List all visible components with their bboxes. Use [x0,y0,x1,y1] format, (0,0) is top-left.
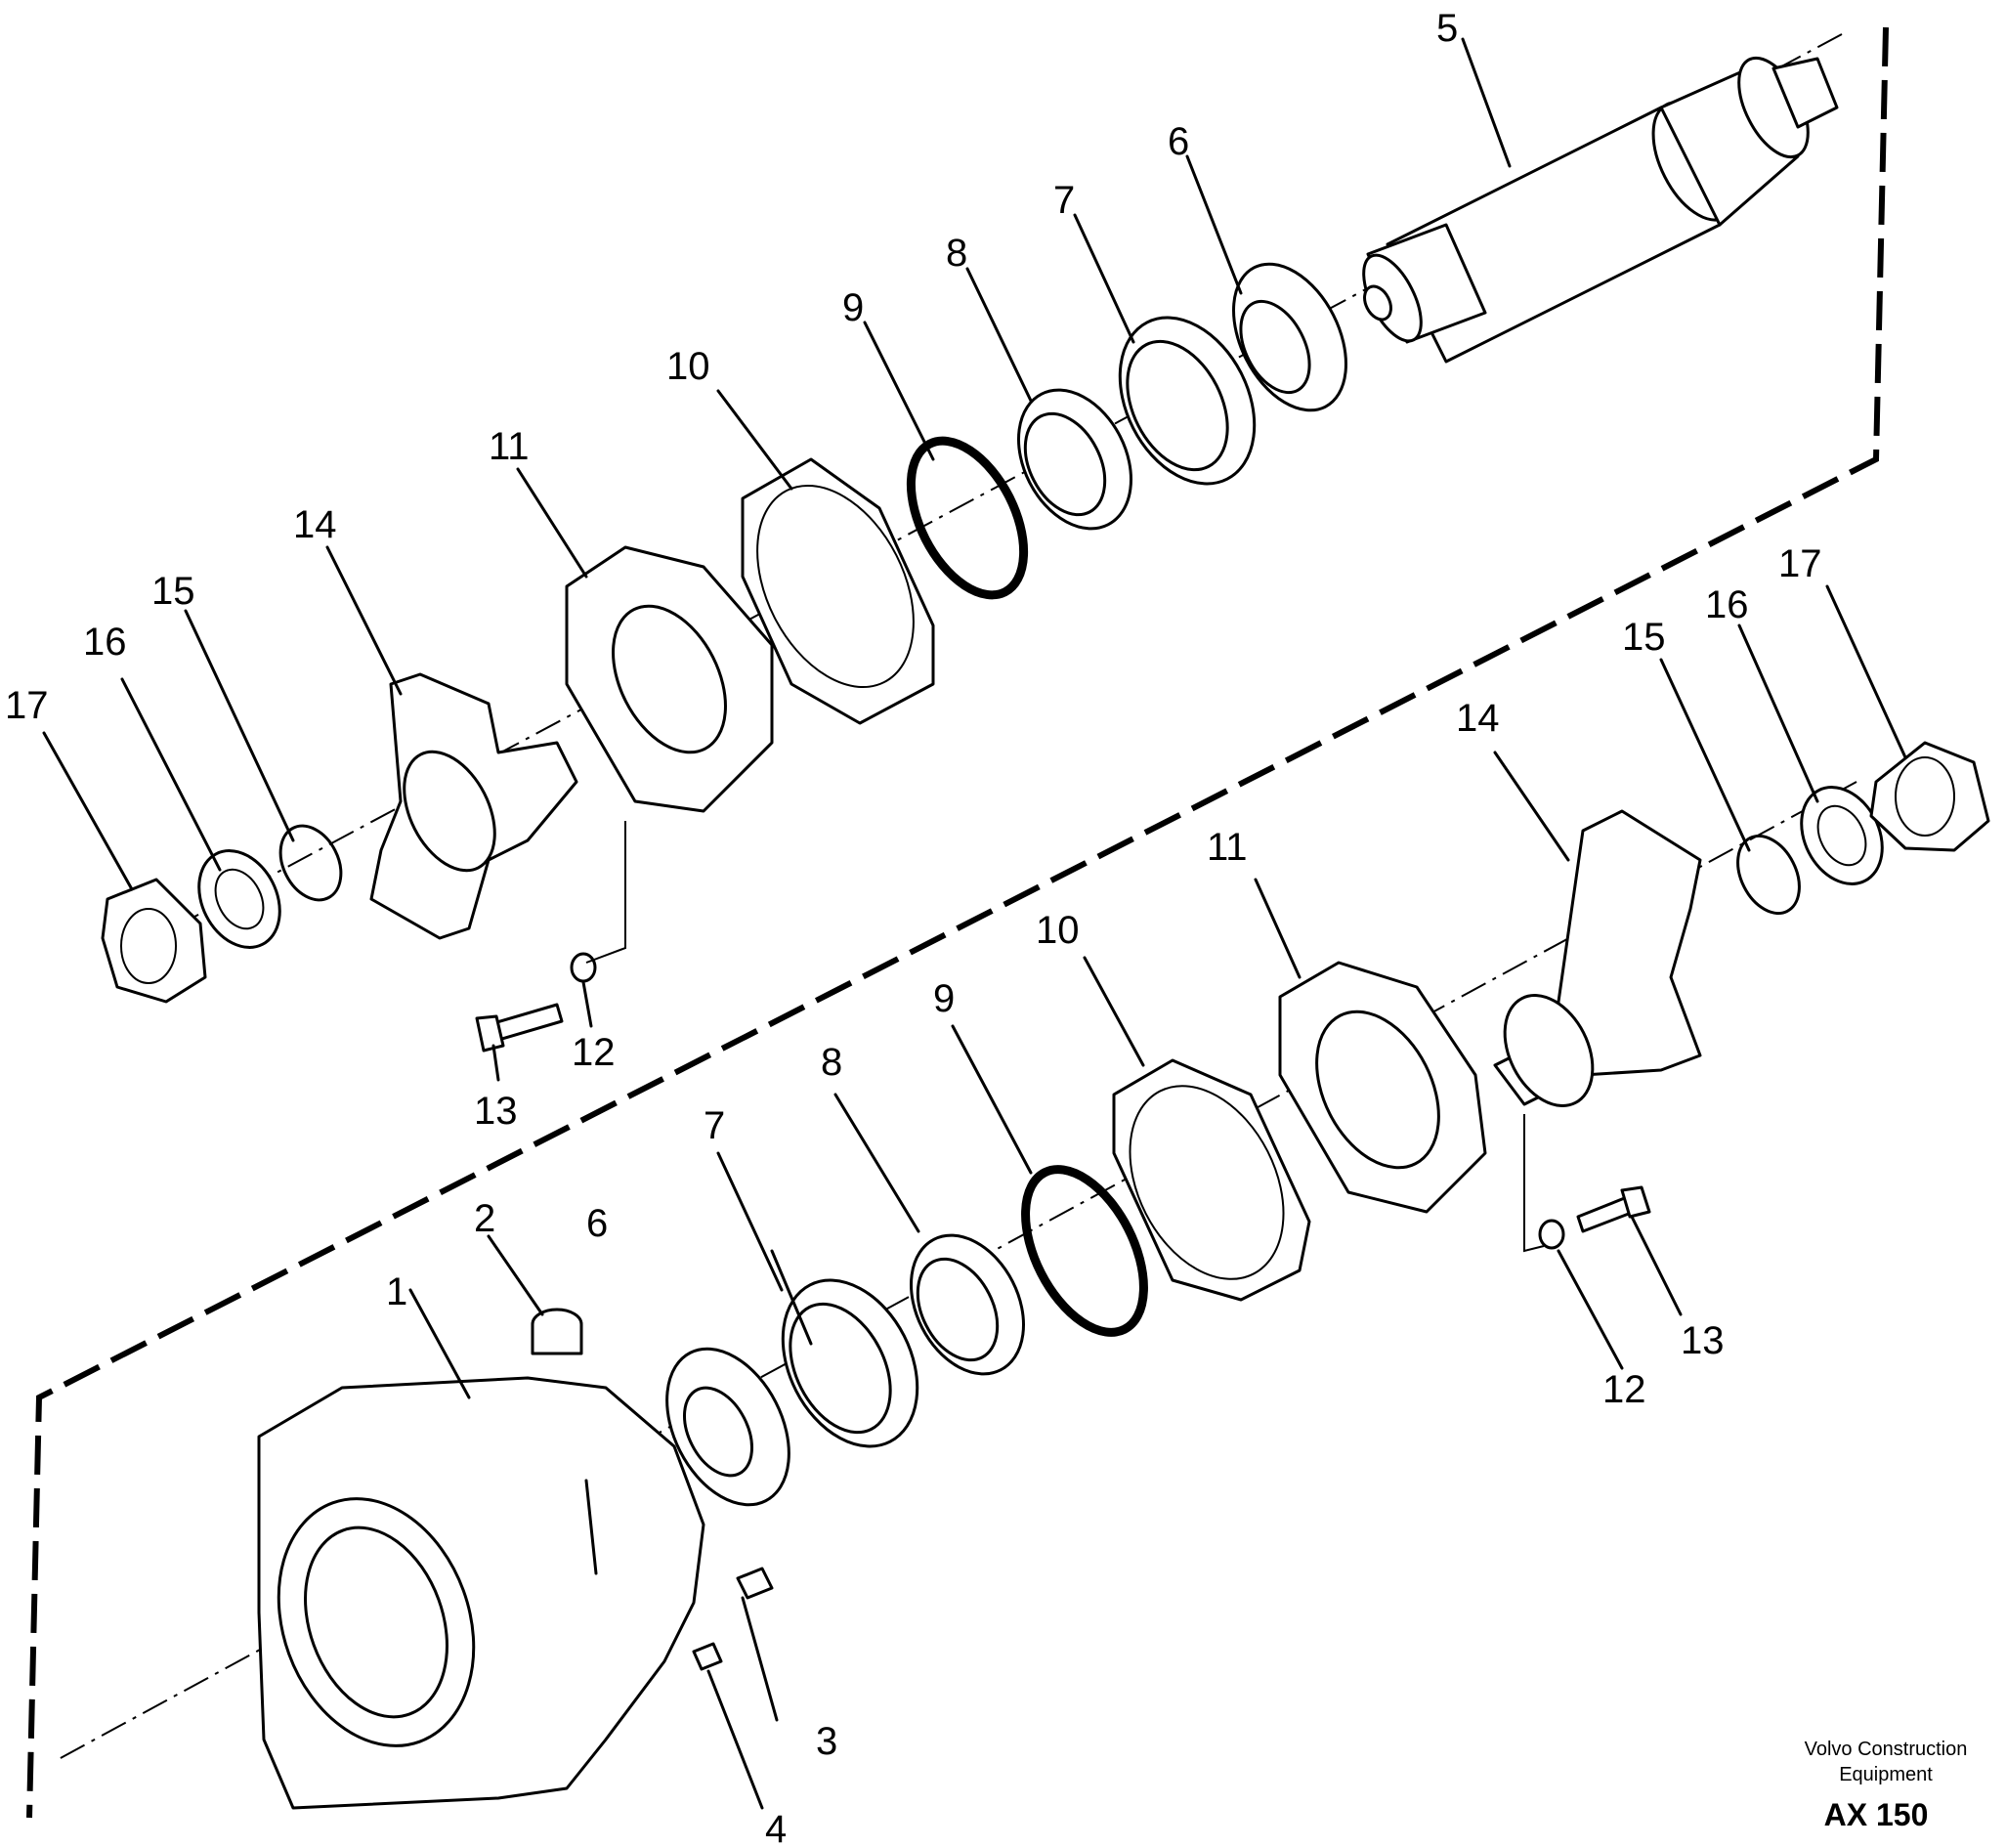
lock-nut [1869,741,1990,852]
publisher-line-2: Equipment [1839,1764,1933,1785]
callout-16: 16 [1705,583,1749,626]
callout-16: 16 [83,621,127,664]
callout-13: 13 [1681,1319,1725,1362]
leader-lines [42,37,1907,1810]
callout-14: 14 [1456,697,1500,740]
o-ring [1021,1165,1148,1337]
callout-4: 4 [765,1808,787,1848]
bearing-cover [565,545,774,813]
callout-9: 9 [842,286,864,329]
gasket [1112,1058,1311,1302]
callout-5: 5 [1436,7,1458,50]
breather [531,1308,583,1355]
callout-1: 1 [386,1270,407,1313]
callout-17: 17 [5,684,49,727]
yoke [1493,809,1702,1107]
o-ring [906,436,1029,600]
callout-13: 13 [474,1090,518,1133]
callout-15: 15 [1622,616,1666,659]
drain-plug [736,1567,774,1600]
filler-plug [692,1642,723,1671]
publisher-line-1: Volvo Construction [1805,1739,1968,1760]
callout-9: 9 [933,977,955,1020]
callout-6: 6 [586,1202,608,1245]
callout-10: 10 [1036,909,1080,952]
callout-7: 7 [1053,179,1075,222]
bearing-cone [665,1347,790,1507]
assembly-boundary [26,26,1889,1819]
washer [197,849,281,949]
callout-17: 17 [1778,542,1822,585]
callout-12: 12 [572,1031,616,1074]
bearing-cone [1232,262,1347,412]
callout-15: 15 [151,570,195,613]
callout-8: 8 [821,1041,842,1084]
callout-10: 10 [666,345,710,388]
drawing-code: AX 150 [1824,1797,1929,1832]
yoke [369,672,578,940]
gasket [741,457,935,725]
callout-2: 2 [474,1197,495,1240]
callout-11: 11 [489,425,530,468]
callout-6: 6 [1168,120,1189,163]
callout-14: 14 [293,503,337,546]
sleeve [1017,388,1132,531]
lock-nut [101,878,207,1004]
callout-3: 3 [816,1720,837,1763]
screw-and-washer [1523,1114,1651,1253]
snap-ring [278,824,343,902]
bearing-cup [1118,316,1257,486]
bearing-cup [781,1278,919,1448]
gear-housing [257,1376,705,1810]
snap-ring [1736,834,1801,916]
callout-12: 12 [1602,1368,1646,1411]
shaft [1362,56,1839,364]
callout-7: 7 [704,1104,725,1147]
sleeve [910,1233,1025,1376]
callout-8: 8 [946,232,967,275]
bearing-cover [1278,961,1487,1214]
screw-and-washer [475,821,626,1053]
callout-11: 11 [1207,826,1248,869]
